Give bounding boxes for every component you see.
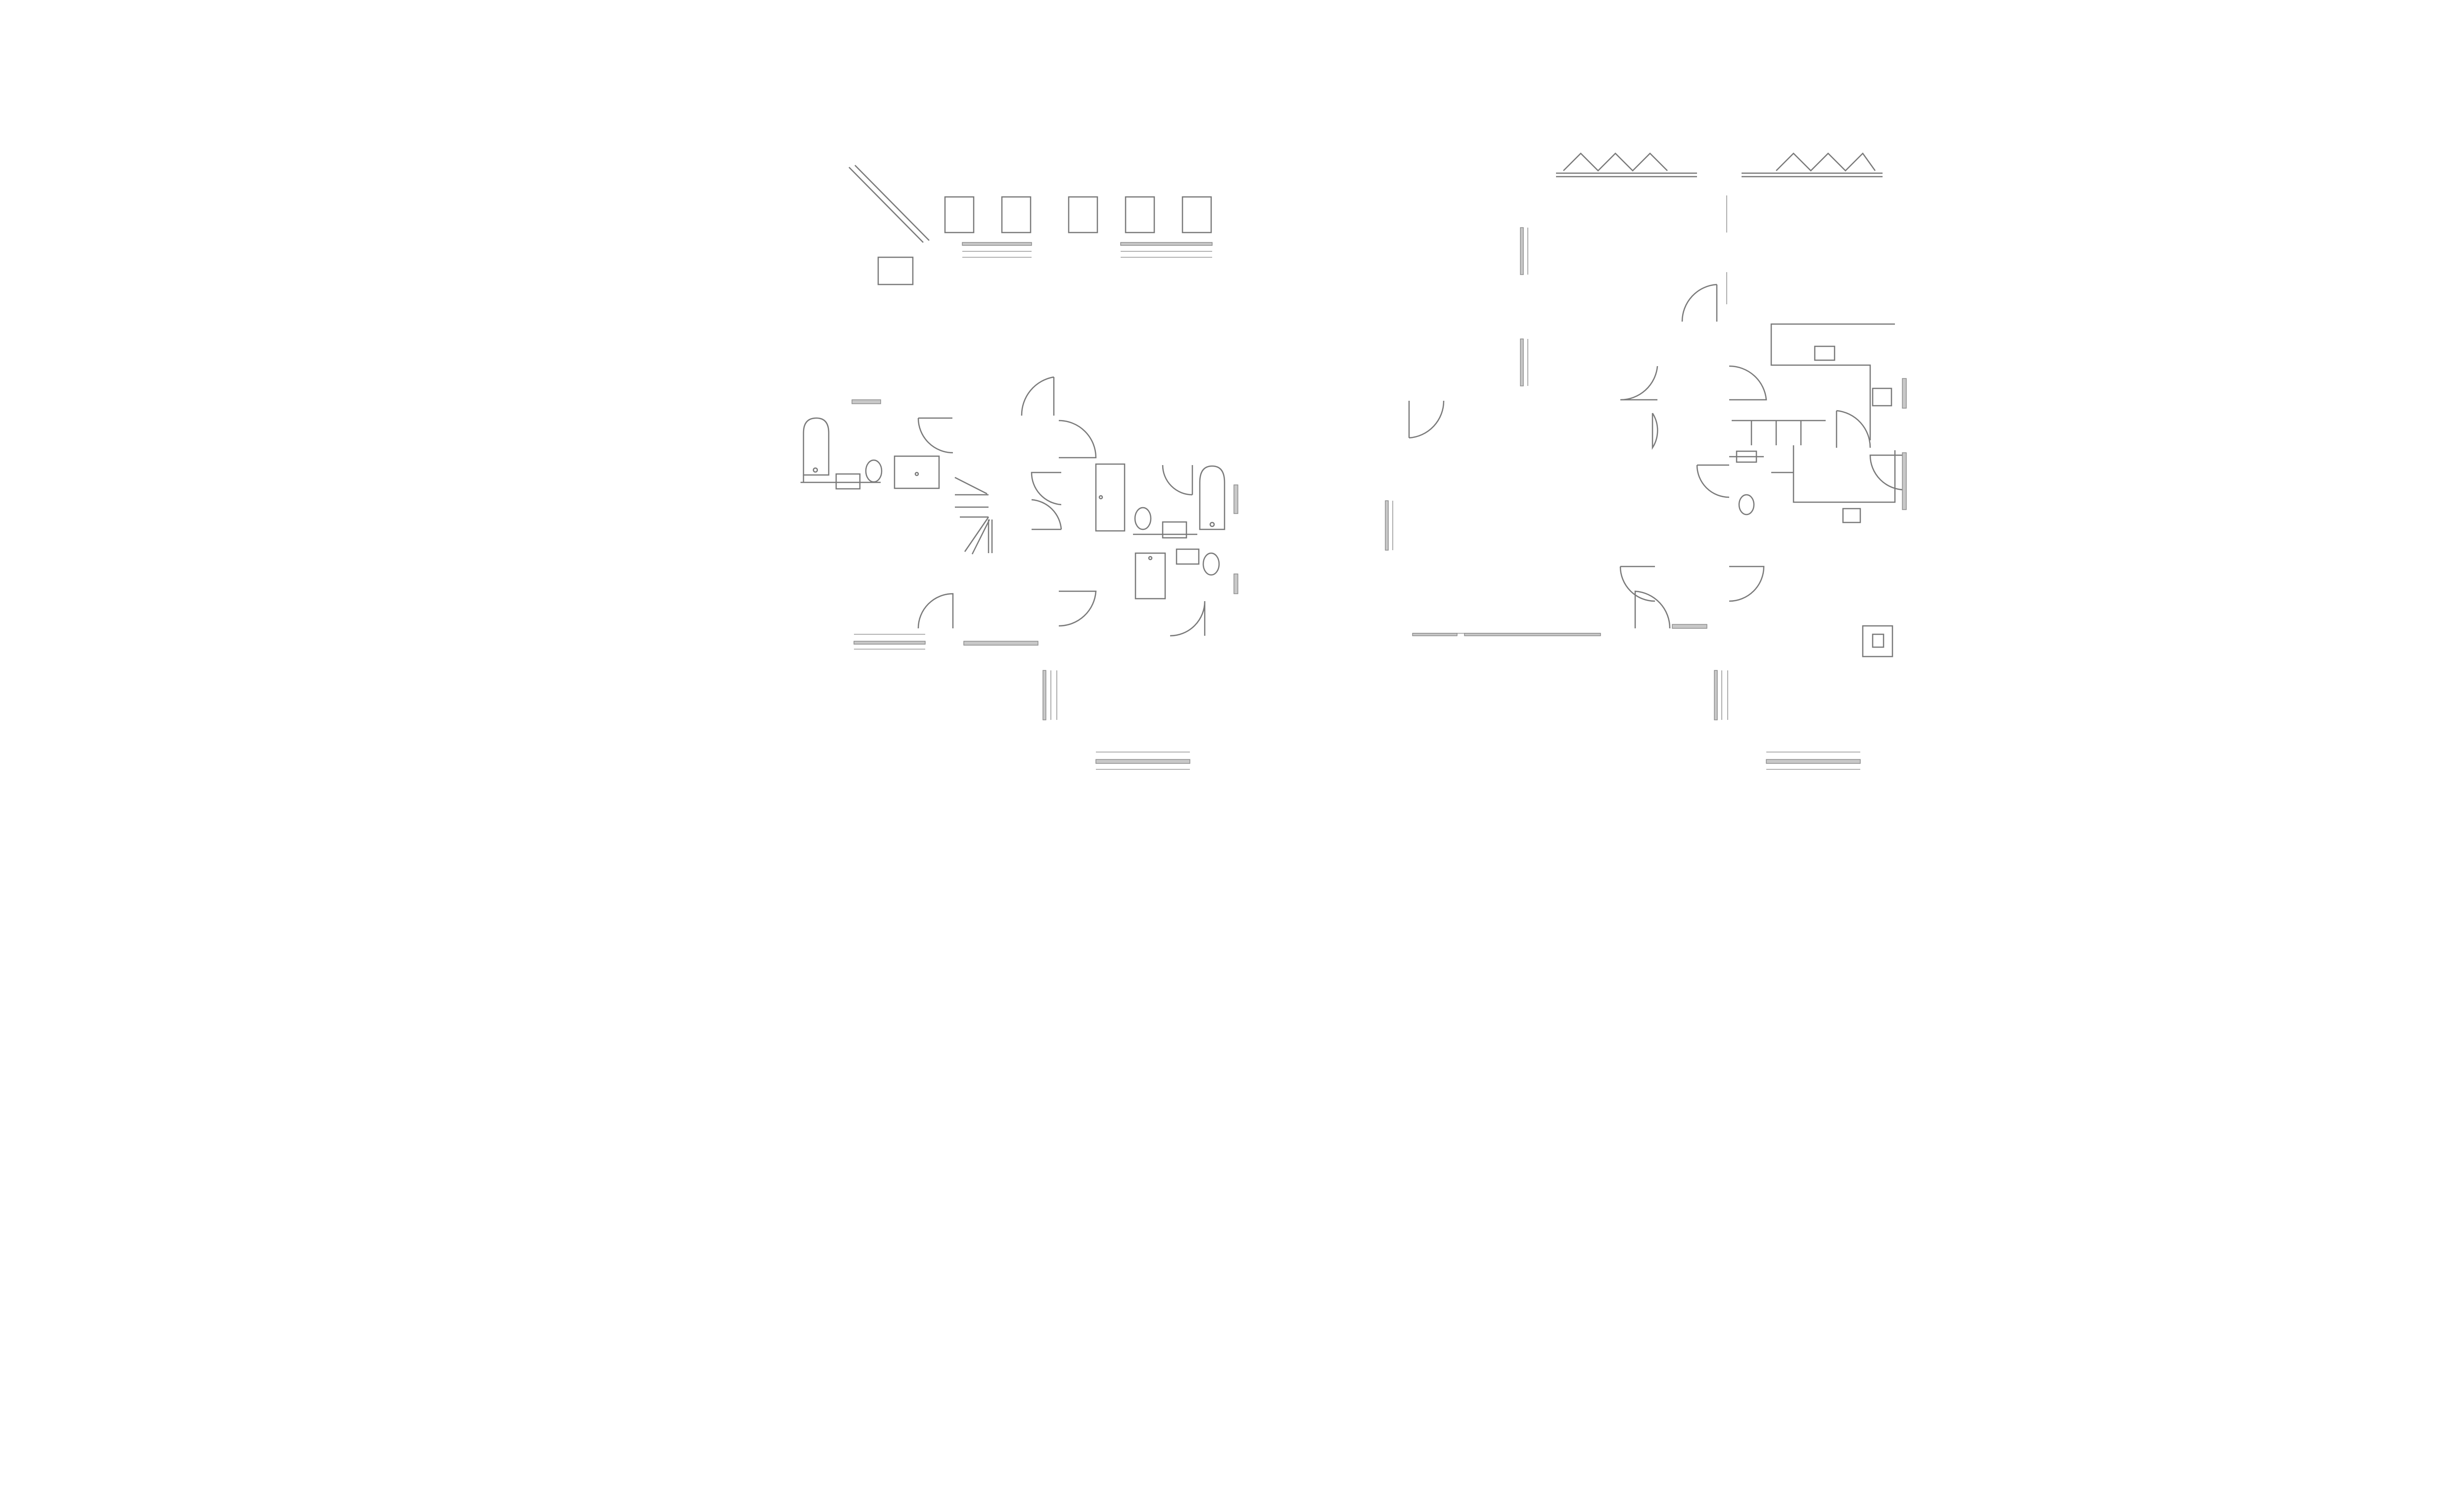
door-left-6 [917,593,954,629]
door-right-2 [1408,400,1445,439]
window-bottom-left-a [853,634,926,650]
bathtub-left [801,417,881,483]
kitchen-counter [1732,323,1895,445]
door-right-5 [1652,413,1658,450]
door-left-5 [1031,499,1062,530]
bath-right [1771,445,1896,503]
wardrobe-row [944,196,1212,234]
window-top-left-a [962,242,1032,258]
sink-right-island [1729,450,1764,463]
window-mark-small [851,399,881,404]
window-right-v1 [1520,227,1528,275]
door-left-8 [1170,601,1206,637]
closet-lower [1134,552,1166,600]
toilet-left [865,459,883,483]
window-right-v3 [1385,500,1393,551]
window-right-bottom-vertical [1714,670,1728,720]
door-right-3 [1620,366,1658,401]
window-right-bath [1902,452,1907,510]
door-right-8 [1869,454,1905,491]
window-bottom-long [1412,633,1601,636]
window-right-v2 [1520,338,1528,386]
left-floor-plan [801,165,1238,770]
diagonal-window [849,165,930,243]
door-left-4 [1031,472,1062,506]
toilet-right [1738,494,1755,516]
sink-right-kitchen [1872,387,1892,407]
door-right-6 [1696,464,1730,498]
door-right-9 [1619,566,1655,602]
door-right-1 [1681,284,1718,322]
bathtub-right [1199,465,1226,530]
sink-lower [1176,548,1200,565]
door-right-10 [1729,566,1765,602]
door-left-7 [1058,590,1097,627]
door-center-bath [1162,465,1193,496]
door-left-2 [1021,376,1055,416]
door-left-1 [917,417,953,454]
sink-left [835,473,861,490]
sink-center [1162,521,1187,539]
right-floor-plan [1385,152,1907,770]
toilet-center [1134,507,1152,530]
window-small-door [1672,624,1707,629]
window-bottom-vertical [1042,670,1057,720]
folding-door-right [1742,152,1883,178]
window-bottom-left-b [963,641,1038,646]
window-top-left-b [1120,242,1213,258]
fixture-bottom-right [1862,625,1893,658]
door-right-11 [1634,590,1671,629]
window-right-kitchen [1902,378,1907,409]
window-bottom-right [1095,752,1190,770]
shower-cabinet [1095,463,1126,532]
door-left-3 [1058,420,1097,459]
sink-right-bath [1842,508,1861,523]
door-right-4 [1729,365,1767,401]
stair [954,476,993,555]
vanity-left [894,455,940,489]
window-mark-right-2 [1233,573,1238,594]
toilet-lower [1202,552,1220,576]
small-cabinet [877,256,914,285]
door-right-7 [1836,410,1871,448]
window-right-bottom [1766,752,1861,770]
window-mark-right-1 [1233,484,1238,514]
folding-door-left [1556,152,1697,178]
